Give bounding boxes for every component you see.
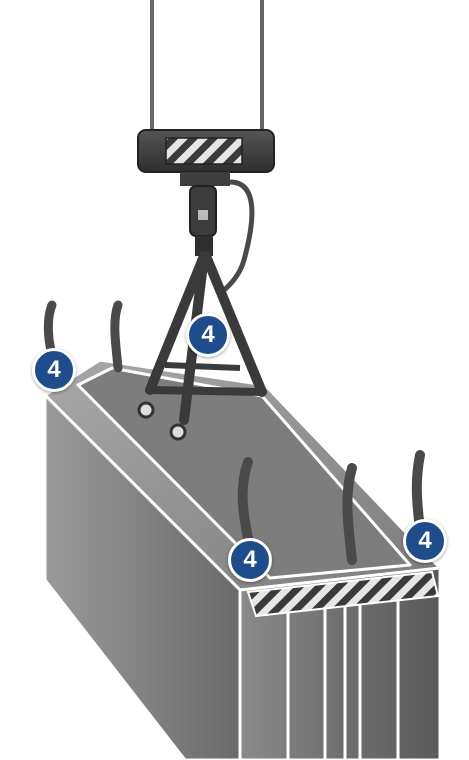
crane-cables (152, 0, 262, 135)
step-marker: 4 (228, 538, 272, 582)
step-marker: 4 (32, 348, 76, 392)
step-marker: 4 (403, 519, 447, 563)
spreader-beam (138, 130, 274, 186)
step-marker: 4 (186, 313, 230, 357)
